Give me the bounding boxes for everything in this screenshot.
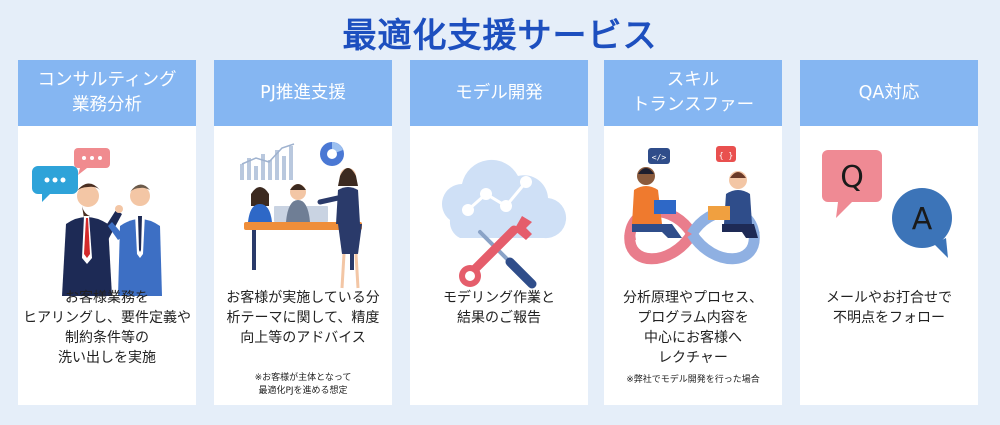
card-description: メールやお打合せで 不明点をフォロー (826, 290, 952, 326)
card-note: ※弊社でモデル開発を行った場合 (626, 375, 760, 385)
team-presentation-illustration (214, 136, 392, 326)
card-heading: スキル トランスファー (604, 60, 782, 126)
card-description: 分析原理やプロセス、 プログラム内容を 中心にお客様へ レクチャー (623, 290, 763, 366)
card-description: モデリング作業と 結果のご報告 (443, 290, 555, 326)
card-note: ※お客様が主体となって 最適化PJを進める想定 (254, 373, 352, 396)
card-heading: PJ推進支援 (214, 60, 392, 126)
q-letter: Q (840, 160, 864, 195)
card-heading: コンサルティング 業務分析 (18, 60, 196, 126)
svg-text:{ }: { } (719, 151, 733, 160)
card-model-development: モデル開発 モデリング作業と 結果のご報告 (410, 60, 588, 405)
card-description: お客様が実施している分 析テーマに関して、精度 向上等のアドバイス (226, 290, 380, 346)
card-description: お客様業務を ヒアリングし、要件定義や 制約条件等の 洗い出しを実施 (23, 290, 191, 366)
svg-text:</>: </> (652, 153, 667, 162)
card-qa: QA対応 Q A メールやお打合せで 不明点をフォロー (800, 60, 978, 405)
cloud-tools-illustration (410, 136, 588, 326)
card-skill-transfer: スキル トランスファー </> { } 分析原理やプロセス、 (604, 60, 782, 405)
card-heading: QA対応 (800, 60, 978, 126)
page-title: 最適化支援サービス (342, 16, 658, 56)
qa-speech-bubbles-illustration: Q A (800, 136, 978, 326)
card-heading: モデル開発 (410, 60, 588, 126)
skill-transfer-infinity-illustration: </> { } (604, 136, 782, 326)
consulting-meeting-illustration (18, 136, 196, 326)
card-pj-support: PJ推進支援 (214, 60, 392, 405)
card-consulting: コンサルティング 業務分析 お客様業務を ヒアリングし、 (18, 60, 196, 405)
a-letter: A (912, 202, 933, 237)
